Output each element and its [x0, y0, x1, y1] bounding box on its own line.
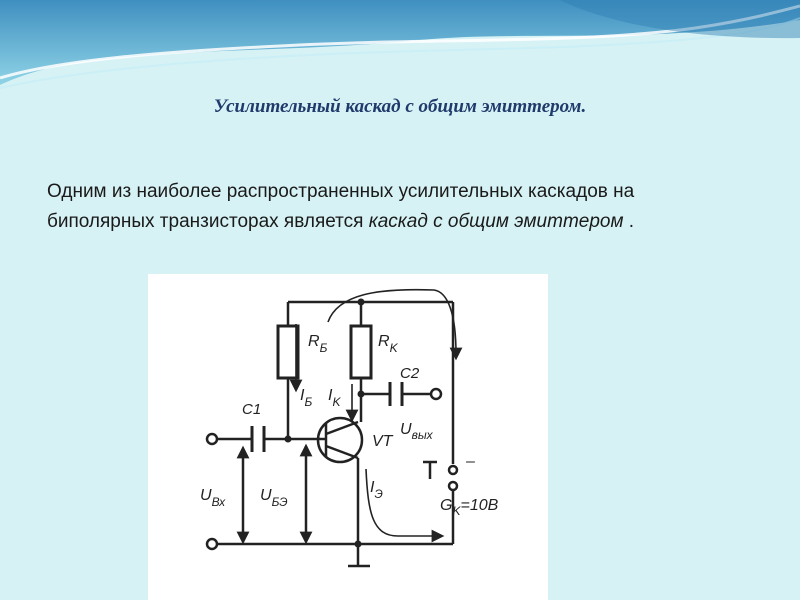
body-text-plain: Одним из наиболее распространенных усили… [47, 181, 635, 232]
circuit-diagram: RБ RK C1 C2 IБ IK VT Uвых UВх UБЭ IЭ – G… [200, 288, 499, 568]
body-text-emphasis: каскад с общим эмиттером [368, 211, 624, 232]
header-wave-decoration [0, 0, 800, 89]
slide-body-text: Одним из наиболее распространенных усили… [47, 177, 707, 237]
label-uvx: UВх [200, 487, 226, 509]
label-ie: IЭ [370, 479, 383, 501]
supply-terminal-minus [447, 464, 459, 476]
slide-title: Усилительный каскад с общим эмиттером. [213, 96, 587, 117]
label-ik: IK [328, 387, 341, 409]
output-terminal [429, 387, 443, 401]
label-ib: IБ [300, 387, 312, 409]
label-c1: C1 [242, 401, 261, 418]
circuit-wires [218, 300, 455, 568]
label-gk: GK=10В [440, 497, 499, 518]
current-path-top [327, 288, 463, 361]
capacitors [250, 382, 404, 452]
transistor-vt [316, 416, 364, 464]
circuit-components [276, 324, 373, 380]
label-minus: – [465, 453, 475, 470]
ground-terminal-left [205, 537, 219, 551]
label-rb: RБ [308, 333, 328, 355]
current-arrows [236, 288, 463, 545]
label-c2: C2 [400, 365, 420, 382]
label-uvyh: Uвых [400, 421, 434, 442]
ie-arrow [365, 468, 445, 543]
label-vt: VT [372, 433, 394, 450]
terminals [205, 387, 459, 551]
body-text-tail: . [623, 211, 635, 232]
resistor-rb [276, 324, 300, 380]
label-ube: UБЭ [260, 487, 288, 509]
resistor-rk [349, 324, 373, 380]
input-terminal [205, 432, 219, 446]
circuit-labels: RБ RK C1 C2 IБ IK VT Uвых UВх UБЭ IЭ – G… [200, 333, 499, 518]
label-rk: RK [378, 333, 399, 355]
circuit-diagram-figure: RБ RK C1 C2 IБ IK VT Uвых UВх UБЭ IЭ – G… [148, 274, 548, 600]
supply-terminal-plus [447, 480, 459, 492]
junction-dots [284, 298, 365, 548]
